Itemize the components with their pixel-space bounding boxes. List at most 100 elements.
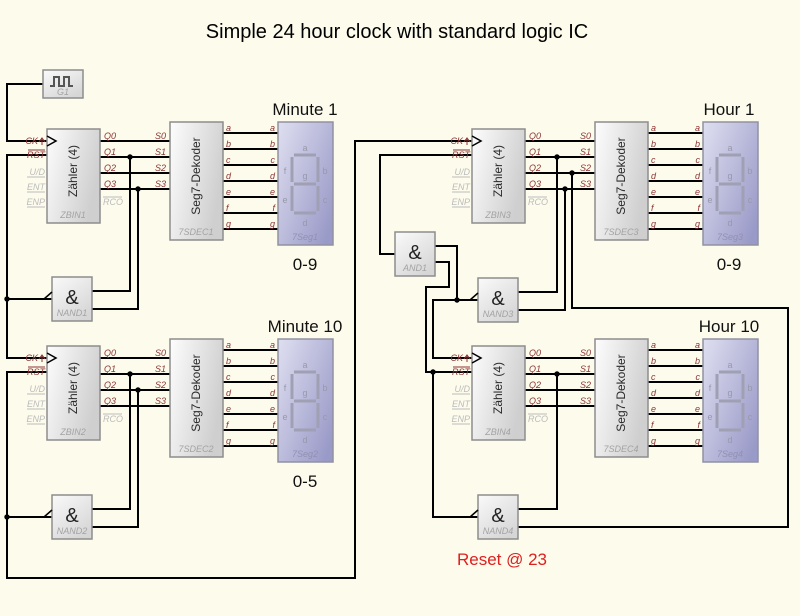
inversion-icon [469, 509, 479, 518]
counter-ref: ZBIN1 [59, 210, 86, 220]
and-symbol: & [491, 288, 505, 310]
junction-dot [135, 387, 141, 393]
decoder-box[interactable] [169, 121, 224, 241]
wires [6, 83, 789, 579]
display-ref: 7Seg2 [292, 449, 318, 459]
gate-ref: NAND4 [483, 526, 514, 536]
pin-label-b: b [695, 139, 700, 149]
wire [6, 154, 52, 300]
segment-label-b: b [747, 383, 752, 393]
pin-label-d: d [226, 388, 232, 398]
wire [379, 154, 472, 255]
pin-label-g: g [695, 436, 700, 446]
counter-zbin2[interactable]: Zähler (4) ZBIN2 CK RST U/D ENT ENP RCO [25, 345, 123, 441]
counter-box[interactable] [46, 345, 101, 441]
section-hour10: Hour 10 Zähler (4) ZBIN4 CK RST U/D ENT … [450, 317, 759, 463]
wire [518, 157, 558, 293]
display-box[interactable] [702, 121, 759, 246]
range-label: 0-9 [293, 255, 318, 274]
page-title: Simple 24 hour clock with standard logic… [206, 21, 588, 43]
gate-and1[interactable]: & AND1 [394, 231, 436, 277]
counter-name: Zähler (4) [491, 362, 505, 414]
gate-box[interactable] [394, 231, 436, 277]
pin-label-f: f [697, 420, 701, 430]
section-title: Hour 1 [703, 100, 754, 119]
gate-nand4[interactable]: & NAND4 [469, 494, 519, 540]
gate-box[interactable] [477, 277, 519, 323]
pin-label-c: c [651, 372, 656, 382]
wire [518, 173, 789, 528]
segment-label-d: d [302, 435, 307, 445]
pin-label-d: d [695, 388, 701, 398]
and-symbol: & [65, 287, 79, 309]
counter-zbin4[interactable]: Zähler (4) ZBIN4 CK RST U/D ENT ENP RCO [450, 345, 548, 441]
counter-zbin1[interactable]: Zähler (4) ZBIN1 CK RST U/D ENT ENP RCO [25, 128, 123, 224]
display-7seg2[interactable]: a f g b e c d 7Seg2 [277, 338, 334, 463]
decoder-7sdec1[interactable]: Seg7-Dekoder 7SDEC1 [169, 121, 224, 241]
decoder-box[interactable] [594, 121, 649, 241]
segment-label-f: f [284, 383, 287, 393]
clock-generator[interactable]: G1 [42, 69, 84, 99]
pin-label-s1: S1 [155, 364, 166, 374]
pin-label-q1: Q1 [104, 147, 116, 157]
pin-label-rco: RCO [103, 414, 123, 424]
pin-label-s2: S2 [155, 380, 166, 390]
pin-label-ud: U/D [455, 384, 471, 394]
pin-label-f: f [272, 420, 276, 430]
pin-label-a: a [695, 340, 700, 350]
display-7seg1[interactable]: a f g b e c d 7Seg1 [277, 121, 334, 246]
pin-label-enp: ENP [451, 197, 470, 207]
counter-ref: ZBIN3 [484, 210, 511, 220]
gate-nand2[interactable]: & NAND2 [43, 494, 93, 540]
segment-label-d: d [727, 435, 732, 445]
decoder-7sdec3[interactable]: Seg7-Dekoder 7SDEC3 [594, 121, 649, 241]
junction-dot [454, 297, 460, 303]
counter-box[interactable] [471, 128, 526, 224]
gate-box[interactable] [477, 494, 519, 540]
pin-label-enp: ENP [451, 414, 470, 424]
segment-label-g: g [302, 171, 307, 181]
segment-label-f: f [284, 166, 287, 176]
gate-box[interactable] [51, 276, 93, 322]
pin-label-q3: Q3 [104, 179, 116, 189]
segment-label-g: g [727, 388, 732, 398]
segment-label-e: e [282, 195, 287, 205]
pin-label-ck: CK [450, 136, 463, 146]
counter-ref: ZBIN2 [59, 427, 86, 437]
decoder-box[interactable] [594, 338, 649, 458]
pin-label-s0: S0 [155, 131, 166, 141]
junction-dot [135, 186, 141, 192]
segment-label-c: c [748, 412, 753, 422]
display-7seg4[interactable]: a f g b e c d 7Seg4 [702, 338, 759, 463]
segment-label-a: a [302, 143, 307, 153]
pin-label-f: f [226, 203, 230, 213]
pin-label-rco: RCO [528, 414, 548, 424]
gate-nand3[interactable]: & NAND3 [469, 277, 519, 323]
pin-label-a: a [270, 123, 275, 133]
gate-nand1[interactable]: & NAND1 [43, 276, 93, 322]
range-label: 0-5 [293, 472, 318, 491]
pin-label-e: e [226, 187, 231, 197]
display-7seg3[interactable]: a f g b e c d 7Seg3 [702, 121, 759, 246]
pin-label-q2: Q2 [104, 163, 116, 173]
decoder-7sdec4[interactable]: Seg7-Dekoder 7SDEC4 [594, 338, 649, 458]
pin-label-a: a [270, 340, 275, 350]
counter-box[interactable] [46, 128, 101, 224]
counter-zbin3[interactable]: Zähler (4) ZBIN3 CK RST U/D ENT ENP RCO [450, 128, 548, 224]
pin-label-q0: Q0 [529, 131, 541, 141]
pin-label-b: b [651, 356, 656, 366]
pin-label-d: d [651, 171, 657, 181]
gate-ref: NAND2 [57, 526, 88, 536]
gate-box[interactable] [51, 494, 93, 540]
decoder-7sdec2[interactable]: Seg7-Dekoder 7SDEC2 [169, 338, 224, 458]
decoder-box[interactable] [169, 338, 224, 458]
wire [92, 390, 139, 528]
pin-label-c: c [226, 155, 231, 165]
segment-label-a: a [727, 360, 732, 370]
pin-label-b: b [695, 356, 700, 366]
clock-wedge-icon [471, 135, 483, 147]
range-label: 0-9 [717, 255, 742, 274]
pin-label-ck: CK [25, 353, 38, 363]
counter-box[interactable] [471, 345, 526, 441]
pin-label-rco: RCO [528, 197, 548, 207]
